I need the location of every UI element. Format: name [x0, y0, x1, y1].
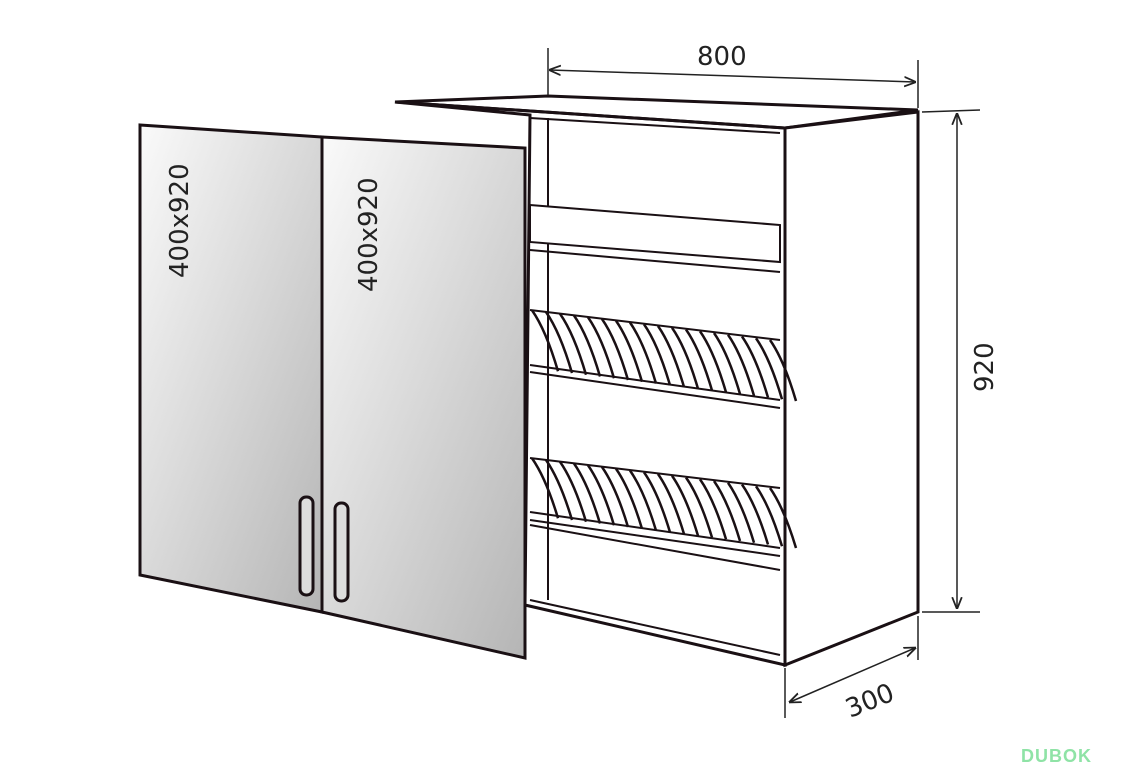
dimension-lines: [547, 48, 981, 718]
rack-rod: [712, 480, 742, 542]
rack-rod: [586, 464, 616, 526]
shelf-top: [529, 203, 781, 264]
rack-rod: [698, 330, 728, 393]
rack-rod: [740, 483, 770, 545]
handle-right: [333, 501, 350, 603]
rack-rod: [768, 487, 798, 549]
doors: 400x920 400x920: [138, 123, 527, 660]
width-arrow: [550, 70, 915, 82]
rack-rod: [614, 320, 644, 383]
rack-rod: [628, 469, 658, 531]
rack-rod: [558, 313, 588, 376]
rack-rod: [530, 457, 560, 519]
rack-rod: [740, 335, 770, 398]
rack-rod: [600, 466, 630, 528]
rack-rod: [628, 321, 658, 384]
rack-rod: [726, 482, 756, 544]
rack-rod: [670, 475, 700, 537]
rack-rod: [614, 468, 644, 530]
rack-rod: [726, 334, 756, 397]
rack-rod: [656, 473, 686, 535]
height-label: 920: [970, 342, 1000, 392]
rack-rod: [572, 462, 602, 524]
door-right-label: 400x920: [354, 177, 384, 292]
rack-rod: [558, 461, 588, 523]
rack-rod: [684, 476, 714, 538]
rack-rod: [684, 328, 714, 391]
depth-arrow: [790, 648, 915, 702]
cabinet-right-side: [783, 110, 920, 668]
rack-rod: [670, 327, 700, 390]
rack-rod: [572, 314, 602, 377]
handle-left: [298, 495, 315, 597]
rack-rod: [530, 309, 560, 372]
rack-rod: [544, 459, 574, 521]
rack-rod: [698, 478, 728, 540]
cabinet-front-frame: [394, 100, 787, 667]
door-right: [320, 135, 527, 660]
depth-label: 300: [841, 678, 898, 724]
rack-rod: [642, 471, 672, 533]
width-label: 800: [697, 42, 747, 72]
rack-rod: [656, 325, 686, 388]
rack-rods: [530, 309, 798, 549]
rack-rod: [642, 323, 672, 386]
cabinet-body: [394, 94, 920, 668]
door-left-label: 400x920: [165, 163, 195, 278]
rack-rod: [586, 316, 616, 379]
rack-rod: [544, 311, 574, 374]
rack-rod: [600, 318, 630, 381]
rack-rod: [768, 339, 798, 402]
rack-rod: [712, 332, 742, 395]
watermark-logo: DUBOK: [1021, 746, 1092, 766]
rack-rod: [754, 485, 784, 547]
rack-rod: [754, 337, 784, 400]
